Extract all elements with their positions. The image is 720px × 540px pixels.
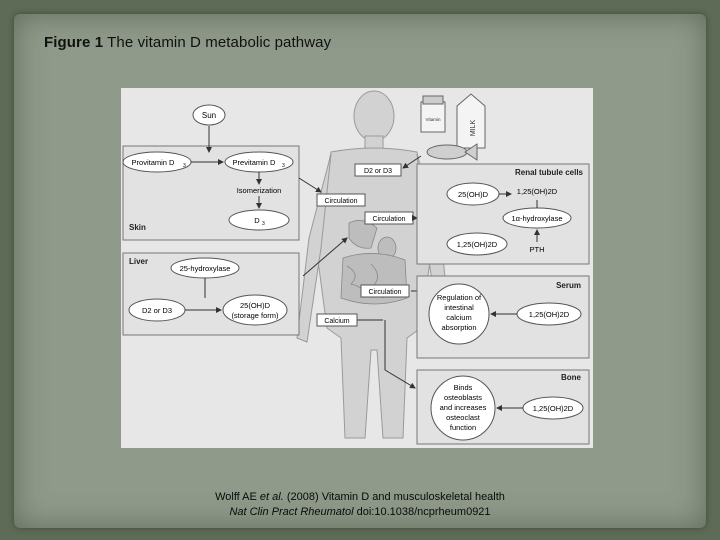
bone-line-1: Binds bbox=[454, 383, 473, 392]
citation-doi: doi:10.1038/ncprheum0921 bbox=[353, 506, 491, 518]
citation-line-2: Nat Clin Pract Rheumatol doi:10.1038/ncp… bbox=[150, 505, 570, 520]
renal-125ohd-label: 1,25(OH)2D bbox=[517, 187, 558, 196]
citation-year-title: (2008) Vitamin D and musculoskeletal hea… bbox=[283, 491, 505, 503]
bone-line-4: osteoclast bbox=[446, 413, 481, 422]
slide-title: Figure 1 The vitamin D metabolic pathway bbox=[44, 34, 331, 51]
isomerization-label: Isomerization bbox=[237, 186, 282, 195]
bone-125-label: 1,25(OH)2D bbox=[533, 404, 574, 413]
provitamin-label: Provitamin D bbox=[132, 158, 176, 167]
figure-caption: The vitamin D metabolic pathway bbox=[107, 34, 332, 51]
calcium-label: Calcium bbox=[324, 318, 349, 325]
skin-d3-node bbox=[228, 209, 290, 231]
ohd-storage-node bbox=[222, 294, 288, 326]
bone-line-3: and increases bbox=[440, 403, 487, 412]
skin-label: Skin bbox=[129, 223, 146, 232]
serum-label: Serum bbox=[556, 281, 581, 290]
regulation-line-1: Regulation of bbox=[437, 293, 482, 302]
vitamin-bottle-icon: Vitamin bbox=[420, 95, 446, 133]
bone-line-2: osteoblasts bbox=[444, 393, 482, 402]
regulation-line-4: absorption bbox=[441, 323, 476, 332]
vitamin-bottle-label: Vitamin bbox=[426, 117, 441, 122]
liver-panel: Liver 25-hydroxylase D2 or D3 25(OH)D (s… bbox=[122, 252, 300, 336]
circulation-label-3: Circulation bbox=[368, 289, 401, 296]
pathway-diagram: Vitamin MILK Skin Sun Provitamin D 3 Pre… bbox=[122, 90, 590, 445]
renal-25ohd-label: 25(OH)D bbox=[458, 190, 489, 199]
milk-carton-icon: MILK bbox=[456, 93, 486, 149]
milk-carton-label: MILK bbox=[470, 120, 477, 137]
fish-icon bbox=[426, 143, 478, 161]
figure-citation: Wolff AE et al. (2008) Vitamin D and mus… bbox=[150, 490, 570, 520]
ohd-storage-label-2: (storage form) bbox=[231, 311, 279, 320]
skin-d3-label: D bbox=[254, 216, 260, 225]
bone-panel: Bone Binds osteoblasts and increases ost… bbox=[416, 369, 590, 445]
skin-d3-subscript: 3 bbox=[262, 221, 265, 227]
regulation-line-2: intestinal bbox=[444, 303, 474, 312]
sun-label: Sun bbox=[202, 111, 216, 120]
alpha-hydroxylase-label: 1α-hydroxylase bbox=[511, 214, 562, 223]
vitamin-d-pathway-figure: Vitamin MILK Skin Sun Provitamin D 3 Pre… bbox=[121, 88, 593, 448]
figure-number: Figure 1 bbox=[44, 34, 104, 51]
regulation-node bbox=[428, 283, 490, 345]
skin-panel: Skin Sun Provitamin D 3 Previtamin D 3 I… bbox=[122, 104, 300, 241]
ohd-storage-label-1: 25(OH)D bbox=[240, 301, 271, 310]
provitamin-subscript: 3 bbox=[183, 163, 186, 169]
bone-line-5: function bbox=[450, 423, 476, 432]
regulation-line-3: calcium bbox=[446, 313, 471, 322]
d2-d3-top-label: D2 or D3 bbox=[364, 168, 392, 175]
bone-label: Bone bbox=[561, 373, 582, 382]
citation-journal: Nat Clin Pract Rheumatol bbox=[229, 506, 354, 518]
citation-et-al: et al. bbox=[259, 491, 284, 503]
citation-line-1: Wolff AE et al. (2008) Vitamin D and mus… bbox=[150, 490, 570, 505]
circulation-box-3 bbox=[360, 284, 410, 298]
bone-effect-node bbox=[430, 375, 496, 441]
renal-125oh2d-lower-label: 1,25(OH)2D bbox=[457, 240, 498, 249]
sun-node bbox=[192, 104, 226, 126]
serum-125-label: 1,25(OH)2D bbox=[529, 310, 570, 319]
liver-label: Liver bbox=[129, 257, 148, 266]
serum-panel: Serum Regulation of intestinal calcium a… bbox=[416, 275, 590, 359]
pth-label: PTH bbox=[530, 245, 545, 254]
previtamin-subscript: 3 bbox=[282, 163, 285, 169]
circulation-box-1 bbox=[316, 193, 366, 207]
renal-125oh2d-lower-node bbox=[446, 232, 508, 256]
renal-label: Renal tubule cells bbox=[515, 168, 584, 177]
d2-d3-top-box bbox=[354, 163, 402, 177]
previtamin-label: Previtamin D bbox=[233, 158, 277, 167]
circulation-label-2: Circulation bbox=[372, 216, 405, 223]
hydroxylase-25-label: 25-hydroxylase bbox=[180, 264, 231, 273]
citation-authors: Wolff AE bbox=[215, 491, 260, 503]
renal-panel: Renal tubule cells 25(OH)D 1,25(OH)2D 1α… bbox=[416, 163, 590, 265]
circulation-label-1: Circulation bbox=[324, 198, 357, 205]
liver-d2-d3-label: D2 or D3 bbox=[142, 306, 172, 315]
